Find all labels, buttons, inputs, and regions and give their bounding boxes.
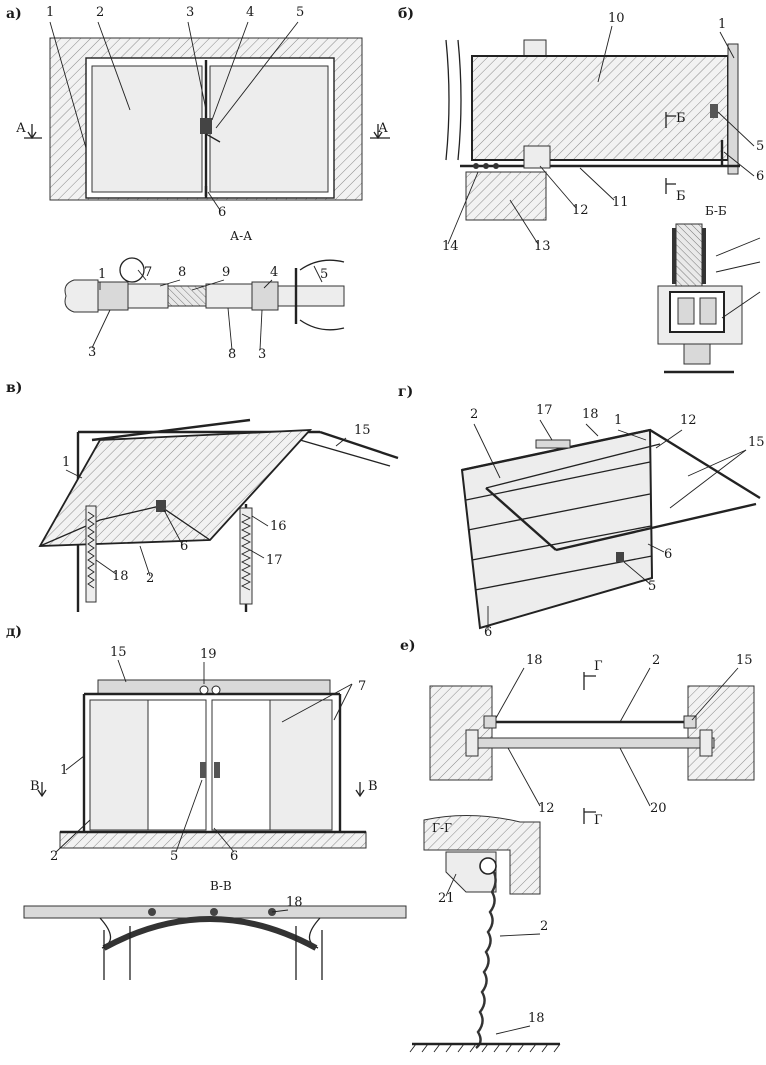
callout-number: 1 <box>614 413 622 428</box>
callout-number: 6 <box>484 625 492 640</box>
callout-number: 1 <box>718 17 726 32</box>
callout-number: 15 <box>354 423 371 438</box>
callout-number: 1 <box>46 5 54 20</box>
callout-number: 6 <box>664 547 672 562</box>
callout-number: 15 <box>110 645 127 660</box>
section-title-GG: Г-Г <box>432 821 452 835</box>
panel-b-sliding-gate <box>445 25 755 245</box>
section-title-AA: А-А <box>230 229 252 243</box>
cut-mark-label: Г <box>594 813 603 828</box>
panel-a-swing-gate <box>24 21 390 211</box>
callout-number: 4 <box>246 5 254 20</box>
callout-number: 21 <box>438 891 455 906</box>
callout-number: 7 <box>144 265 152 280</box>
callout-number: 7 <box>358 679 366 694</box>
section-title-BB: Б-Б <box>705 204 727 218</box>
callout-number: 18 <box>528 1011 545 1026</box>
callout-number: 17 <box>266 553 283 568</box>
callout-number: 5 <box>756 139 764 154</box>
callout-number: 6 <box>180 539 188 554</box>
cut-mark-label: В <box>368 779 378 794</box>
callout-number: 6 <box>756 169 764 184</box>
panel-label-g: г) <box>398 384 413 400</box>
callout-number: 15 <box>736 653 753 668</box>
callout-number: 5 <box>170 849 178 864</box>
callout-number: 2 <box>50 849 58 864</box>
callout-number: 18 <box>286 895 303 910</box>
callout-number: 17 <box>536 403 553 418</box>
panel-v-overhead-gate <box>38 418 399 612</box>
callout-number: 5 <box>648 579 656 594</box>
callout-number: 12 <box>572 203 589 218</box>
callout-number: 4 <box>270 265 278 280</box>
callout-number: 8 <box>228 347 236 362</box>
section-title-VV: В-В <box>210 879 232 893</box>
section-g-g <box>409 815 561 1053</box>
callout-number: 2 <box>146 571 154 586</box>
panel-label-d: д) <box>6 624 22 640</box>
callout-number: 6 <box>218 205 226 220</box>
cut-mark-label: В <box>30 779 40 794</box>
callout-number: 1 <box>62 455 70 470</box>
panel-label-b: б) <box>398 6 414 22</box>
callout-number: 19 <box>200 647 217 662</box>
callout-number: 12 <box>680 413 697 428</box>
panel-label-v: в) <box>6 380 22 396</box>
callout-number: 9 <box>222 265 230 280</box>
callout-number: 20 <box>650 801 667 816</box>
cut-marks: А А Б Б В В Г Г <box>16 111 686 828</box>
cut-mark-label: А <box>378 121 388 136</box>
callout-number: 18 <box>582 407 599 422</box>
callout-number: 2 <box>470 407 478 422</box>
callout-number: 5 <box>320 267 328 282</box>
panel-label-a: а) <box>6 6 22 22</box>
panel-e-rollup-gate <box>429 667 755 824</box>
callout-number: 11 <box>612 195 629 210</box>
callout-number: 15 <box>748 435 765 450</box>
panel-d-folding-gate <box>37 659 367 853</box>
callout-number: 2 <box>96 5 104 20</box>
callout-number: 18 <box>526 653 543 668</box>
callout-number: 1 <box>98 267 106 282</box>
callout-number: 3 <box>258 347 266 362</box>
callout-number: 2 <box>652 653 660 668</box>
callout-number: 1 <box>60 763 68 778</box>
section-a-a <box>64 257 345 351</box>
callout-number: 10 <box>608 11 625 26</box>
panel-g-sectional-gate <box>460 419 761 630</box>
cut-mark-label: Г <box>594 659 603 674</box>
cut-mark-label: Б <box>676 111 686 126</box>
callout-number: 14 <box>442 239 459 254</box>
callout-number: 18 <box>112 569 129 584</box>
callout-number: 3 <box>186 5 194 20</box>
callout-number: 12 <box>538 801 555 816</box>
section-v-v <box>23 905 407 980</box>
callout-number: 5 <box>296 5 304 20</box>
cut-mark-label: Б <box>676 189 686 204</box>
callout-number: 8 <box>178 265 186 280</box>
callout-number: 2 <box>540 919 548 934</box>
panel-labels: а) б) в) г) д) е) <box>6 6 416 654</box>
callout-number: 16 <box>270 519 287 534</box>
callout-number: 6 <box>230 849 238 864</box>
callout-number: 3 <box>88 345 96 360</box>
section-b-b <box>657 223 761 374</box>
section-titles: А-А Б-Б В-В Г-Г <box>210 204 727 893</box>
cut-mark-label: А <box>16 121 26 136</box>
callout-number: 13 <box>534 239 551 254</box>
panel-label-e: е) <box>400 638 416 654</box>
